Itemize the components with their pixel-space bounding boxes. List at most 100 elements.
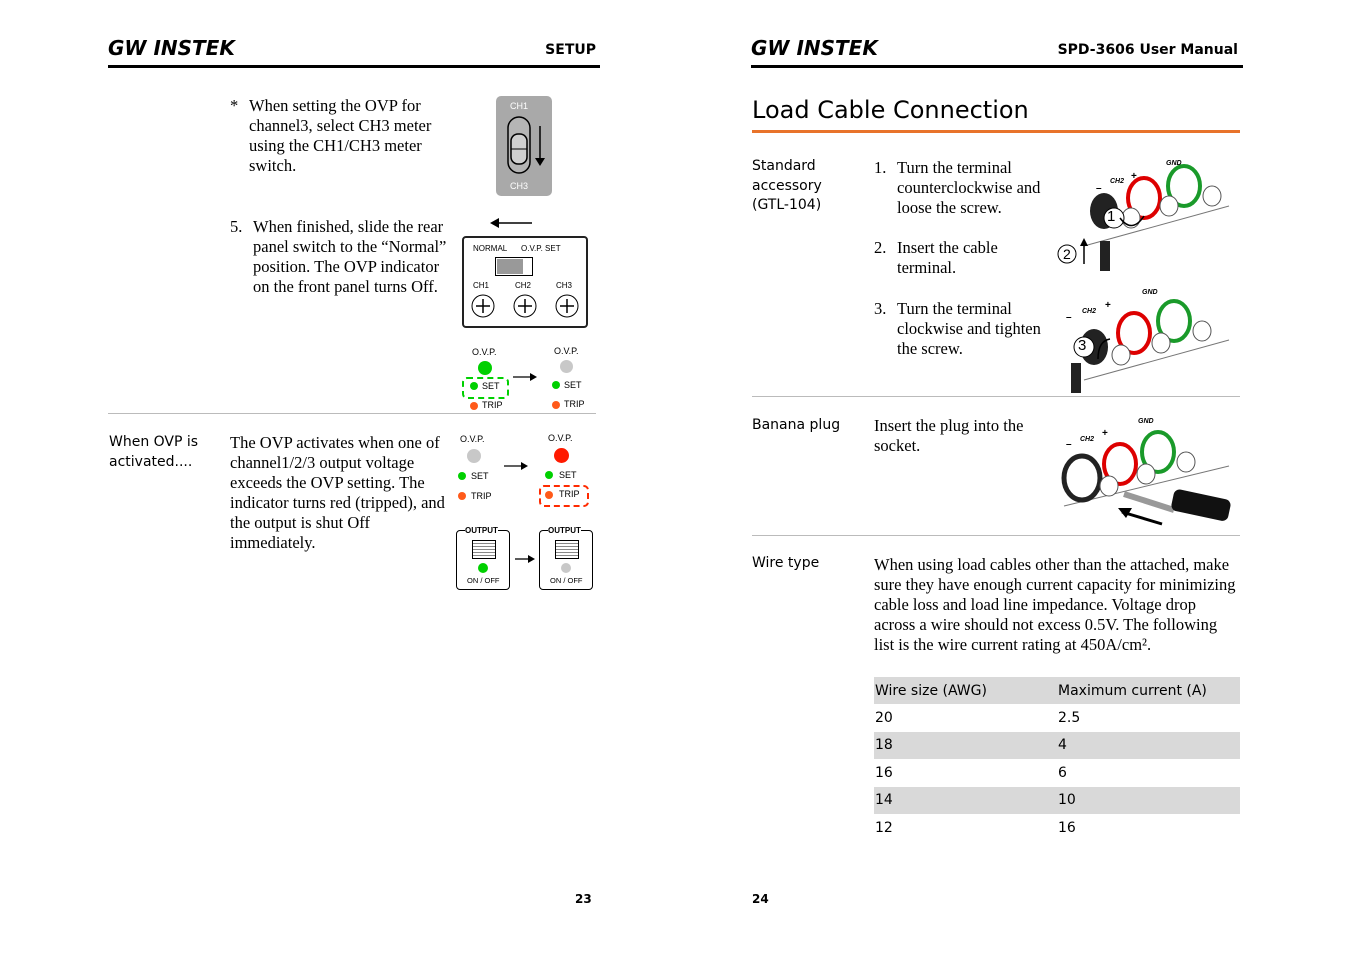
output-button[interactable] (472, 540, 496, 559)
title-rule (752, 130, 1240, 133)
ovp-activated-label: When OVP is activated.... (109, 434, 199, 470)
switch-ch1-label: CH1 (510, 101, 529, 111)
manual-title: SPD-3606 User Manual (1057, 42, 1238, 58)
note-marker: * (230, 96, 239, 115)
terminal-ch2-label: CH2 (1082, 308, 1097, 315)
step-number: 2. (874, 238, 887, 257)
header-rule (108, 65, 600, 68)
terminal-loosen-figure: – CH2 + GND 1 2 (1054, 156, 1232, 276)
table-cell: 4 (1057, 731, 1240, 760)
page-title: Load Cable Connection (752, 96, 1029, 124)
set-highlight (462, 377, 509, 399)
note-text: When setting the OVP for channel3, selec… (249, 96, 432, 175)
table-cell: 12 (875, 819, 893, 836)
table-header-cell: Maximum current (A) (1057, 677, 1240, 705)
step5-text: When finished, slide the rear panel swit… (253, 217, 447, 296)
ovp-label: O.V.P. (472, 347, 497, 357)
callout-2: 2 (1063, 246, 1071, 262)
wire-type-label: Wire type (752, 555, 820, 571)
table-cell: 18 (874, 731, 1057, 760)
output-led-on (478, 563, 488, 573)
trip-led (470, 402, 478, 410)
trip-led (458, 492, 466, 500)
table-header-row: Wire size (AWG) Maximum current (A) (874, 677, 1240, 705)
step-number: 1. (874, 158, 887, 177)
table-row: 14 10 (874, 786, 1240, 814)
banana-plug-text: Insert the plug into the socket. (874, 416, 1024, 455)
trip-label: TRIP (559, 489, 580, 499)
brand-logo: GW INSTEK (751, 36, 878, 60)
table-row: 20 2.5 (874, 704, 1240, 731)
banana-plug-label: Banana plug (752, 417, 841, 433)
terminal-gnd-label: GND (1142, 289, 1158, 296)
banana-plug-figure: – CH2 + GND (1054, 414, 1232, 532)
set-led (545, 471, 553, 479)
table-cell: 10 (1057, 786, 1240, 814)
terminal-plus-label: + (1102, 428, 1108, 439)
terminal-gnd-label: GND (1138, 418, 1154, 425)
arrow-left-icon (490, 218, 532, 228)
section-divider (752, 535, 1240, 536)
wire-type-text: When using load cables other than the at… (874, 555, 1236, 654)
terminal-screws-icon (471, 294, 579, 318)
set-led (552, 381, 560, 389)
section-divider (752, 396, 1240, 397)
meter-switch: CH1 CH3 (496, 96, 552, 196)
trip-led (552, 401, 560, 409)
step-text: Turn the terminal counterclockwise and l… (897, 158, 1041, 217)
section-divider (108, 413, 596, 414)
terminal-minus-label: – (1066, 439, 1072, 450)
table-cell: 20 (875, 710, 893, 727)
ovp-led-tripped (554, 448, 569, 463)
terminal-minus-label: – (1096, 183, 1102, 194)
trip-label: TRIP (564, 399, 585, 409)
trip-label: TRIP (471, 491, 492, 501)
section-header: SETUP (545, 42, 596, 58)
terminal-ch2-label: CH2 (1080, 436, 1095, 443)
onoff-label: ON / OFF (467, 576, 500, 585)
rear-panel: NORMAL O.V.P. SET CH1 CH2 CH3 (462, 236, 588, 328)
trip-label: TRIP (482, 400, 503, 410)
output-panel-on: OUTPUT ON / OFF (456, 526, 510, 590)
ovp-led-on (478, 361, 492, 375)
wire-current-table: Wire size (AWG) Maximum current (A) 20 2… (874, 677, 1240, 841)
page-number: 23 (575, 892, 592, 906)
header-rule (751, 65, 1243, 68)
callout-3: 3 (1078, 337, 1087, 354)
terminal-gnd-label: GND (1166, 160, 1182, 167)
switch-slider-icon (507, 116, 545, 174)
switch-ch3-label: CH3 (510, 181, 529, 191)
output-led-off (561, 563, 571, 573)
ovp-activated-text: The OVP activates when one of channel1/2… (230, 433, 445, 552)
rear-slide-switch[interactable] (495, 257, 533, 276)
output-label: OUTPUT (548, 526, 581, 535)
table-cell: 16 (875, 764, 893, 781)
step-number: 3. (874, 299, 887, 318)
terminal-minus-label: – (1066, 312, 1072, 323)
panel-ch3-label: CH3 (556, 281, 573, 290)
table-row: 12 16 (874, 814, 1240, 841)
terminal-tighten-figure: – CH2 + GND 3 (1054, 285, 1232, 395)
arrow-right-icon (504, 462, 528, 470)
step5-number: 5. (230, 217, 243, 236)
terminal-plus-label: + (1105, 300, 1111, 311)
set-label: SET (471, 471, 489, 481)
table-row: 18 4 (874, 731, 1240, 760)
terminal-plus-label: + (1131, 171, 1137, 182)
table-cell: 14 (874, 786, 1057, 814)
ovp-label: O.V.P. (548, 433, 573, 443)
panel-ch2-label: CH2 (515, 281, 532, 290)
arrow-right-icon (515, 555, 535, 563)
ovp-led-off (467, 449, 481, 463)
output-button[interactable] (555, 540, 579, 559)
set-led (470, 382, 478, 390)
ovp-label: O.V.P. (554, 346, 579, 356)
set-led (458, 472, 466, 480)
trip-led (545, 491, 553, 499)
output-panel-off: OUTPUT ON / OFF (539, 526, 593, 590)
panel-ovpset-label: O.V.P. SET (521, 244, 561, 253)
terminal-ch2-label: CH2 (1110, 178, 1125, 185)
table-cell: 2.5 (1058, 710, 1081, 727)
table-row: 16 6 (874, 759, 1240, 786)
page-number: 24 (752, 892, 769, 906)
